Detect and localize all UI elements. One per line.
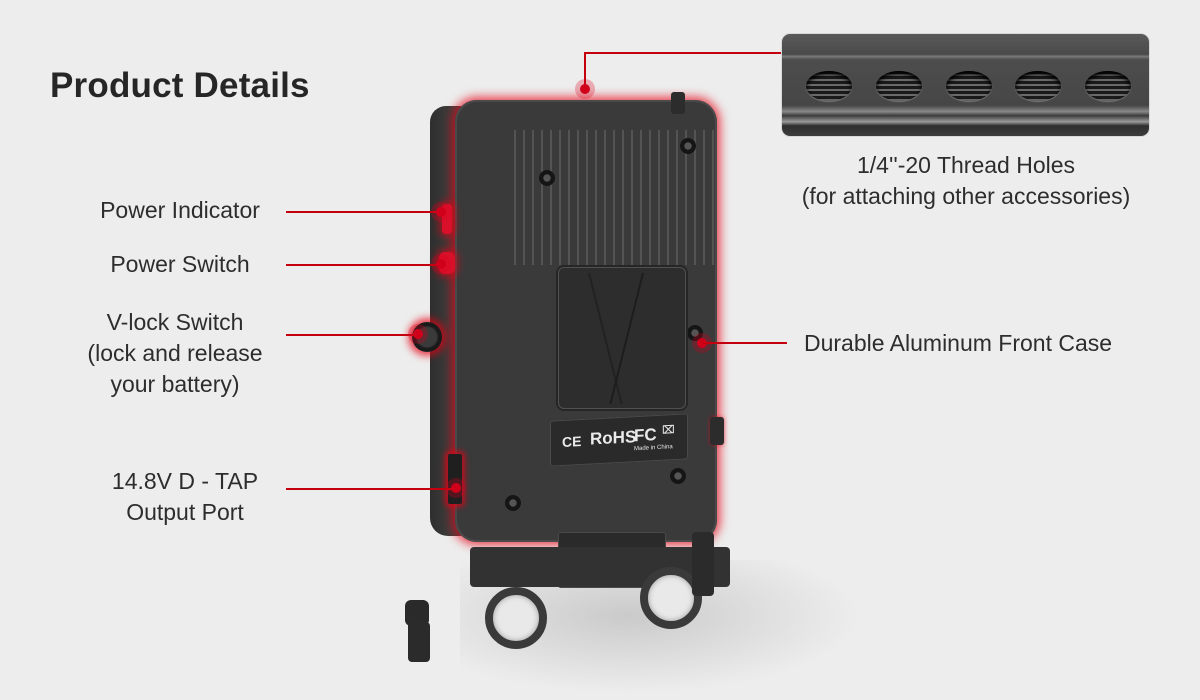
page-title: Product Details	[50, 66, 310, 105]
thread-hole	[876, 71, 922, 101]
rohs-mark: RoHS	[590, 427, 637, 449]
thread-hole	[946, 71, 992, 101]
front-case-label: Durable Aluminum Front Case	[804, 330, 1113, 356]
thread-holes-closeup-image	[781, 33, 1150, 137]
front-case-connector	[702, 342, 787, 344]
vlock-switch-title: V-lock Switch	[106, 309, 244, 335]
thread-holes-connector-horizontal	[584, 52, 781, 54]
thread-holes-connector-vertical	[584, 52, 586, 88]
rod-lock-knob-left	[405, 600, 429, 626]
screw-icon	[539, 170, 555, 186]
ce-mark: CE	[562, 432, 582, 450]
vmount-battery-plate-product-image: CE RoHS FC ⌧ Made in China	[405, 92, 730, 662]
vlock-switch-desc-1: (lock and release	[87, 340, 263, 366]
thread-holes-marker-dot	[580, 84, 590, 94]
thread-hole	[1015, 71, 1061, 101]
thread-holes-label: 1/4''-20 Thread Holes (for attaching oth…	[780, 150, 1152, 212]
power-indicator-led	[442, 204, 452, 234]
vlock-switch-marker-dot	[413, 329, 423, 339]
top-clip	[671, 92, 685, 114]
rod-lock-lever-left	[408, 622, 430, 662]
screw-icon	[687, 325, 703, 341]
weee-bin-icon: ⌧	[662, 424, 675, 437]
dtap-title: 14.8V D - TAP	[111, 468, 259, 494]
screw-icon	[680, 138, 696, 154]
vlock-switch-connector	[286, 334, 420, 336]
power-indicator-connector	[286, 211, 441, 213]
dtap-port	[448, 454, 462, 504]
vlock-switch-desc-2: your battery)	[110, 371, 240, 397]
thread-hole	[806, 71, 852, 101]
thread-holes-title: 1/4''-20 Thread Holes	[856, 152, 1076, 178]
power-indicator-label: Power Indicator	[100, 197, 260, 223]
power-indicator-marker-dot	[436, 207, 446, 217]
side-latch	[710, 417, 724, 445]
thread-holes-subtitle: (for attaching other accessories)	[801, 183, 1131, 209]
made-in-text: Made in China	[634, 444, 673, 453]
dtap-connector	[286, 488, 456, 490]
thread-hole	[1085, 71, 1131, 101]
dtap-marker-dot	[451, 483, 461, 493]
power-switch-label: Power Switch	[110, 251, 250, 277]
screw-icon	[505, 495, 521, 511]
dtap-subtitle: Output Port	[126, 499, 244, 525]
rod-ring-left	[485, 587, 547, 649]
dtap-label: 14.8V D - TAP Output Port	[65, 466, 305, 528]
rod-lock-lever-right	[692, 532, 714, 596]
certification-label: CE RoHS FC ⌧ Made in China	[550, 413, 688, 467]
rod-ring-right	[640, 567, 702, 629]
power-switch-marker-dot	[436, 259, 446, 269]
vlock-switch-label: V-lock Switch (lock and release your bat…	[55, 307, 295, 400]
fc-mark: FC	[634, 425, 657, 446]
v-mount-plate	[558, 267, 686, 409]
aluminum-front-case: CE RoHS FC ⌧ Made in China	[455, 100, 719, 588]
power-switch-connector	[286, 264, 441, 266]
screw-icon	[670, 468, 686, 484]
